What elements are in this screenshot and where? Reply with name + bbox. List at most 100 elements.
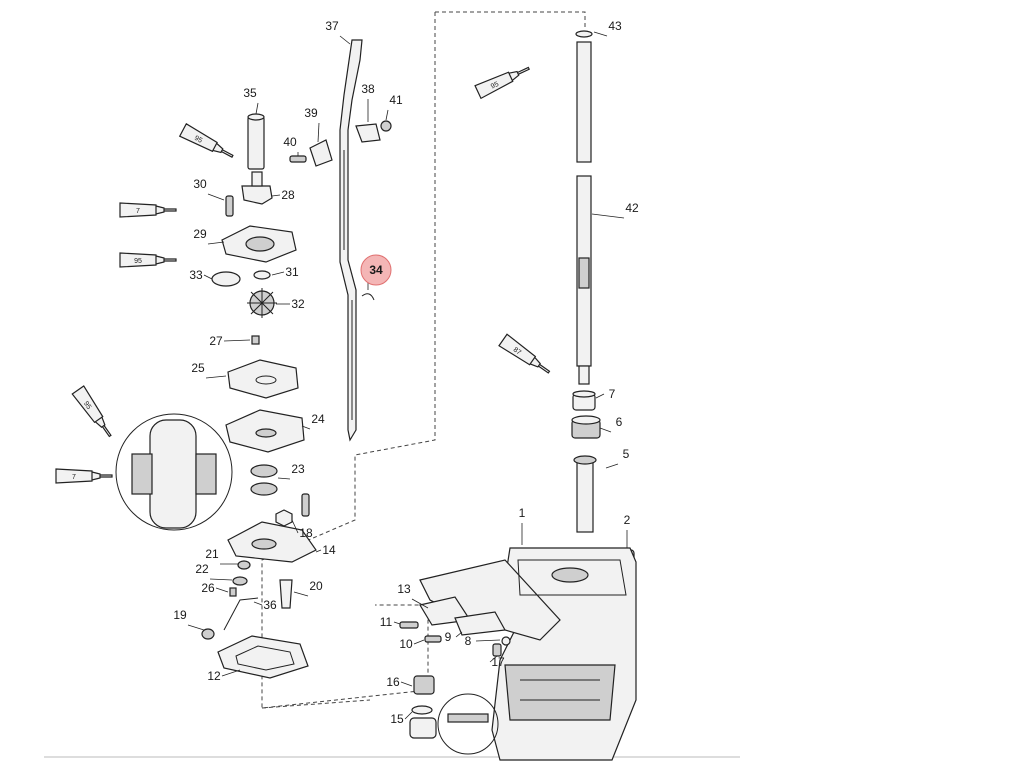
leader-line-18	[291, 519, 299, 534]
callout-14[interactable]: 14	[322, 543, 336, 557]
callout-13[interactable]: 13	[397, 582, 411, 596]
water-tube-34	[247, 113, 265, 170]
grease-tube-label: 95	[134, 258, 142, 265]
callout-43[interactable]: 43	[608, 19, 622, 33]
callout-31[interactable]: 31	[285, 265, 299, 279]
water-tube	[573, 455, 597, 533]
callout-34[interactable]: 34	[369, 263, 383, 277]
callout-39[interactable]: 39	[304, 106, 318, 120]
callout-5[interactable]: 5	[623, 447, 630, 461]
grease-tube-label: 7	[72, 474, 76, 481]
leader-line-26	[215, 587, 229, 593]
callout-37[interactable]: 37	[325, 19, 339, 33]
callout-22[interactable]: 22	[195, 562, 209, 576]
grease-tube-95: 95	[119, 252, 177, 268]
clip-22	[229, 587, 237, 597]
callout-1[interactable]: 1	[519, 506, 526, 520]
grommet-20	[201, 628, 215, 640]
screw-35-top	[225, 195, 234, 217]
leader-line-37	[339, 35, 351, 45]
callout-28[interactable]: 28	[281, 188, 295, 202]
callout-25[interactable]: 25	[191, 361, 205, 375]
callout-18[interactable]: 18	[299, 526, 313, 540]
impeller-31	[247, 288, 277, 318]
leader-line-41	[385, 109, 389, 121]
callout-7[interactable]: 7	[609, 387, 616, 401]
grease-tube-label: 95	[82, 400, 92, 410]
seal-21	[232, 576, 248, 586]
leader-line-36	[253, 601, 263, 606]
bearing-15	[409, 717, 437, 739]
grease-tube-label: 7	[136, 208, 140, 215]
callout-2[interactable]: 2	[624, 513, 631, 527]
leader-line-28	[271, 194, 281, 197]
grease-tube-label: 95	[193, 135, 203, 145]
pump-housing-28	[221, 225, 297, 263]
leader-line-9	[455, 631, 463, 638]
gear-housing	[419, 547, 637, 761]
callout-27[interactable]: 27	[209, 334, 223, 348]
callout-10[interactable]: 10	[399, 637, 413, 651]
leader-line-20	[293, 591, 309, 597]
bushing-6	[571, 415, 601, 439]
leader-line-6	[599, 427, 612, 433]
callout-33[interactable]: 33	[189, 268, 203, 282]
callout-6[interactable]: 6	[616, 415, 623, 429]
screw-35-lower	[301, 493, 310, 517]
leader-line-27	[223, 339, 251, 342]
grease-tube-95: 95	[474, 66, 530, 100]
bushing-7	[572, 390, 596, 411]
seal-16	[411, 705, 433, 715]
detail-magnifier-left	[115, 413, 233, 531]
grease-tube-7: 7	[119, 202, 177, 218]
leader-line-13	[411, 598, 429, 609]
leader-line-22	[209, 578, 233, 581]
callout-36[interactable]: 36	[263, 598, 277, 612]
leader-line-24	[301, 425, 311, 430]
grease-tube-87: 87	[498, 333, 551, 374]
callout-20[interactable]: 20	[309, 579, 323, 593]
leader-line-43	[593, 31, 608, 37]
leader-line-29	[207, 241, 225, 245]
pump-base-18	[227, 521, 317, 563]
nut-41	[380, 120, 392, 132]
callout-38[interactable]: 38	[361, 82, 375, 96]
callout-24[interactable]: 24	[311, 412, 325, 426]
leader-line-33	[203, 274, 213, 280]
grease-tube-95: 95	[71, 385, 112, 438]
nut-23	[275, 509, 293, 527]
grommet-30	[241, 171, 273, 205]
callout-32[interactable]: 32	[291, 297, 305, 311]
callout-30[interactable]: 30	[193, 177, 207, 191]
face-plate-25	[225, 409, 305, 453]
washer-14	[237, 560, 251, 570]
leader-line-30	[207, 193, 225, 201]
callout-19[interactable]: 19	[173, 608, 187, 622]
leader-line-19	[187, 624, 205, 631]
leader-line-17	[489, 655, 498, 663]
callout-41[interactable]: 41	[389, 93, 403, 107]
callout-11[interactable]: 11	[380, 615, 393, 629]
callout-40[interactable]: 40	[283, 135, 297, 149]
callout-8[interactable]: 8	[465, 634, 472, 648]
callout-16[interactable]: 16	[386, 675, 400, 689]
leader-line-11	[393, 621, 401, 625]
assembly-group-outline	[261, 11, 586, 709]
callout-23[interactable]: 23	[291, 462, 305, 476]
callout-29[interactable]: 29	[193, 227, 207, 241]
callout-26[interactable]: 26	[201, 581, 215, 595]
grease-tube-95: 95	[178, 122, 234, 158]
leader-line-15	[404, 711, 413, 720]
callout-42[interactable]: 42	[625, 201, 639, 215]
callout-17[interactable]: 17	[491, 655, 505, 669]
drive-shaft	[575, 30, 593, 385]
bolt-40	[289, 155, 307, 163]
gasket-19	[217, 635, 309, 679]
callout-9[interactable]: 9	[445, 630, 452, 644]
callout-35[interactable]: 35	[243, 86, 257, 100]
highlight-circle	[360, 254, 392, 286]
callout-21[interactable]: 21	[205, 547, 219, 561]
leader-line-42	[591, 213, 625, 219]
callout-12[interactable]: 12	[207, 669, 221, 683]
callout-15[interactable]: 15	[390, 712, 404, 726]
